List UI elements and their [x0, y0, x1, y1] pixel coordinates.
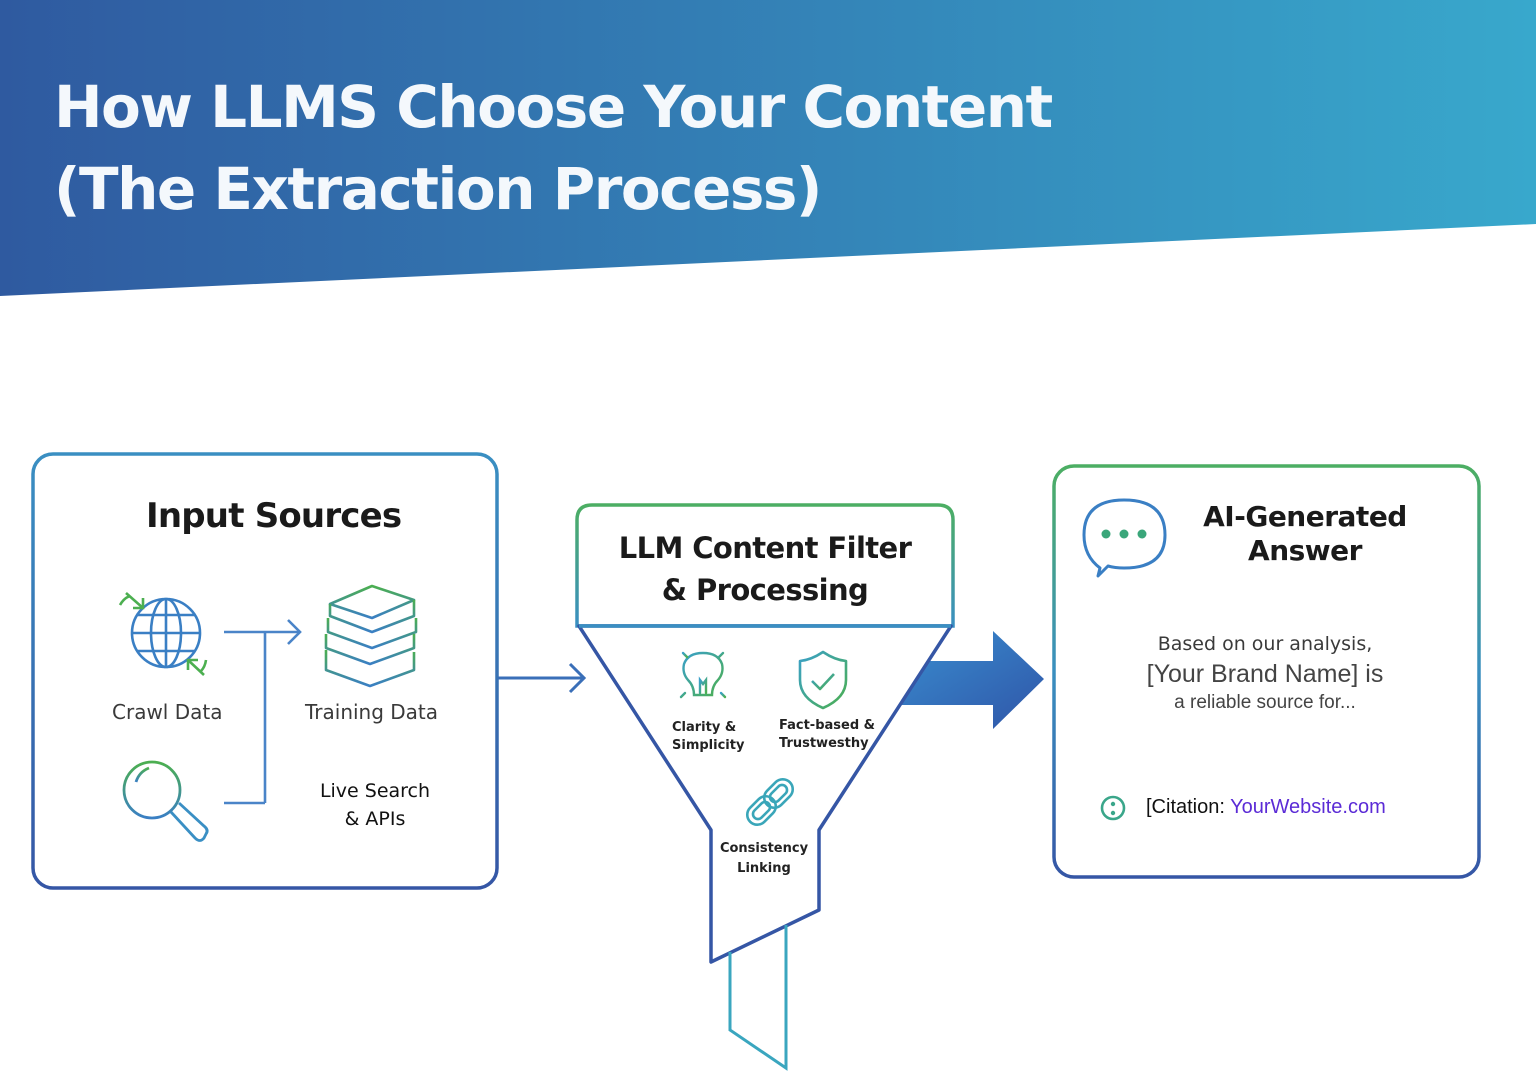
filter-spout [728, 925, 788, 1071]
citation-prefix: [Citation: [1146, 796, 1231, 818]
page-title: How LLMS Choose Your Content (The Extrac… [54, 66, 1053, 230]
input-to-filter-arrow [498, 662, 587, 694]
magnifier-icon [122, 760, 209, 842]
criterion-consistency-line-2: Linking [737, 861, 791, 876]
filter-title-line-1: LLM Content Filter [618, 531, 912, 565]
citation-link[interactable]: YourWebsite.com [1230, 796, 1386, 818]
input-connector [224, 619, 302, 805]
criterion-consistency-line-1: Consistency [719, 841, 809, 856]
answer-title: AI-Generated Answer [1200, 500, 1410, 568]
crawl-data-label: Crawl Data [112, 700, 223, 724]
training-data-label: Training Data [305, 700, 439, 724]
criterion-clarity-line-2: Simplicity [672, 738, 745, 753]
header-banner [0, 0, 1536, 296]
globe-crawl-icon [118, 592, 208, 676]
chain-link-icon [745, 777, 795, 827]
answer-body-line-3: a reliable source for... [1174, 692, 1356, 713]
filter-title-line-2: & Processing [661, 573, 869, 607]
live-search-label: Live Search & APIs [310, 777, 440, 833]
answer-title-line-2: Answer [1248, 534, 1362, 567]
live-search-line-1: Live Search [319, 780, 431, 802]
criterion-fact-line-1: Fact-based & [779, 718, 876, 733]
title-line-1: How LLMS Choose Your Content [54, 73, 1053, 141]
citation-info-icon [1100, 795, 1126, 821]
criterion-fact-label: Fact-based & Trustwesthy [779, 717, 875, 753]
criterion-consistency-label: Consistency Linking [716, 839, 812, 879]
speech-bubble-icon [1082, 498, 1167, 578]
answer-body-line-2: [Your Brand Name] is [1146, 660, 1384, 688]
lightbulb-icon [672, 641, 734, 712]
filter-title: LLM Content Filter & Processing [590, 527, 940, 611]
criterion-clarity-line-1: Clarity & [672, 720, 737, 735]
live-search-line-2: & APIs [344, 808, 406, 830]
criterion-fact-line-2: Trustwesthy [779, 736, 869, 751]
title-line-2: (The Extraction Process) [54, 155, 822, 223]
answer-card [1052, 464, 1481, 879]
filter-header-box [575, 503, 955, 628]
shield-check-icon [798, 650, 848, 710]
filter-to-answer-arrow [890, 631, 1044, 729]
books-stack-icon [324, 584, 418, 688]
answer-body: Based on our analysis, [Your Brand Name]… [1100, 630, 1430, 716]
answer-title-line-1: AI-Generated [1203, 500, 1407, 533]
answer-body-line-1: Based on our analysis, [1157, 633, 1373, 655]
citation-line: [Citation: YourWebsite.com [1146, 796, 1386, 819]
input-sources-title: Input Sources [146, 496, 402, 536]
criterion-clarity-label: Clarity & Simplicity [672, 719, 744, 755]
